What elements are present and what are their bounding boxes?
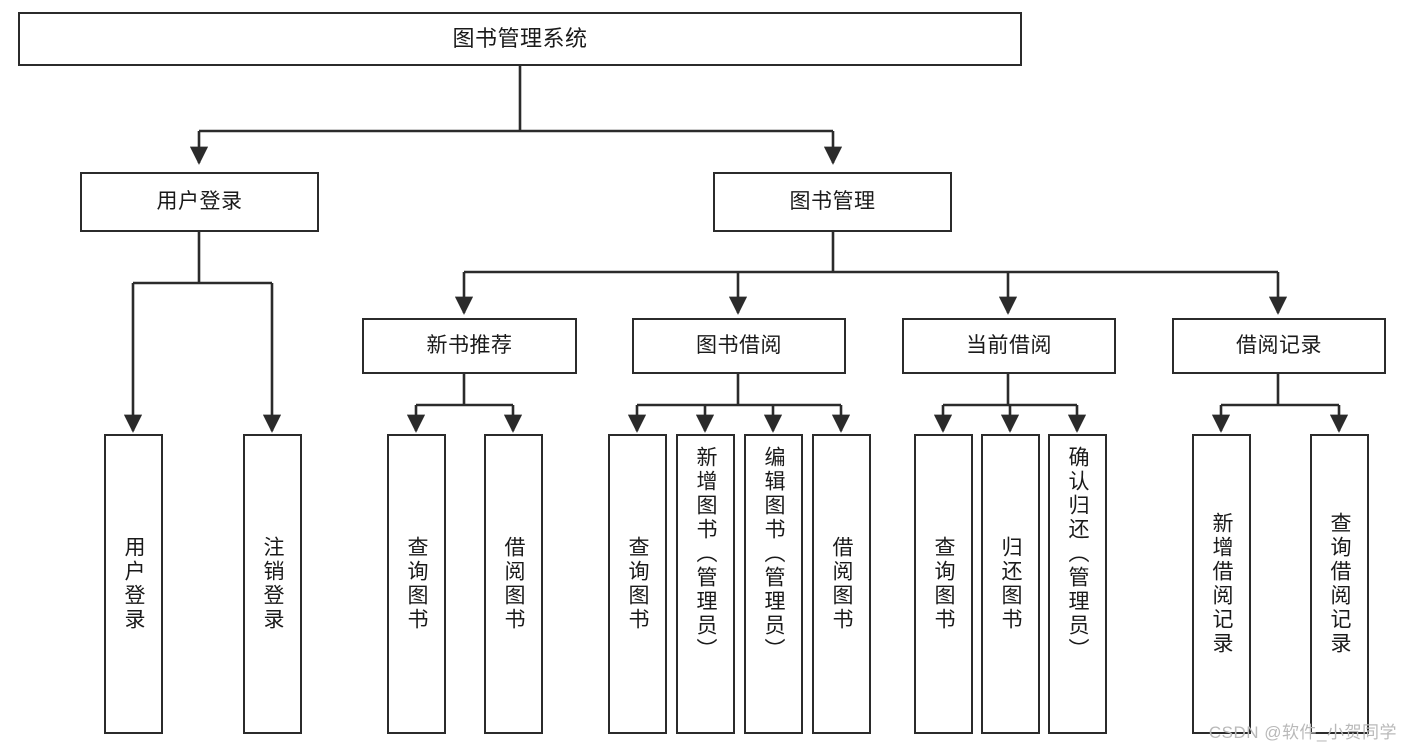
node-user-login[interactable]: 用户登录 [80, 172, 319, 232]
node-leaf-borrow-book-2-label: 借阅图书 [830, 536, 853, 632]
node-leaf-confirm-return-label: 确认归还（管理员） [1066, 446, 1089, 662]
node-borrow-record[interactable]: 借阅记录 [1172, 318, 1386, 374]
watermark: CSDN @软件_小贺同学 [1208, 723, 1397, 742]
node-leaf-user-login-label: 用户登录 [122, 536, 145, 632]
node-current-borrow[interactable]: 当前借阅 [902, 318, 1116, 374]
node-leaf-query-record[interactable]: 查询借阅记录 [1310, 434, 1369, 734]
node-leaf-return-book[interactable]: 归还图书 [981, 434, 1040, 734]
node-book-borrow-label: 图书借阅 [696, 333, 782, 357]
node-leaf-user-login[interactable]: 用户登录 [104, 434, 163, 734]
node-leaf-query-book-1[interactable]: 查询图书 [387, 434, 446, 734]
node-leaf-query-book-3-label: 查询图书 [932, 536, 955, 632]
node-new-book-recommend-label: 新书推荐 [426, 333, 513, 357]
node-leaf-query-book-2-label: 查询图书 [626, 536, 649, 632]
node-leaf-borrow-book-1-label: 借阅图书 [502, 536, 525, 632]
node-leaf-add-record-label: 新增借阅记录 [1210, 512, 1233, 656]
node-leaf-edit-book-label: 编辑图书（管理员） [762, 446, 785, 662]
node-root-label: 图书管理系统 [452, 26, 588, 52]
node-leaf-borrow-book-2[interactable]: 借阅图书 [812, 434, 871, 734]
node-leaf-query-record-label: 查询借阅记录 [1328, 512, 1351, 656]
node-leaf-add-book-label: 新增图书（管理员） [694, 446, 717, 662]
node-leaf-logout-label: 注销登录 [261, 536, 284, 632]
node-leaf-query-book-2[interactable]: 查询图书 [608, 434, 667, 734]
node-borrow-record-label: 借阅记录 [1236, 333, 1322, 357]
node-leaf-edit-book[interactable]: 编辑图书（管理员） [744, 434, 803, 734]
node-leaf-add-book[interactable]: 新增图书（管理员） [676, 434, 735, 734]
node-book-borrow[interactable]: 图书借阅 [632, 318, 846, 374]
node-leaf-query-book-3[interactable]: 查询图书 [914, 434, 973, 734]
node-leaf-query-book-1-label: 查询图书 [405, 536, 428, 632]
node-leaf-add-record[interactable]: 新增借阅记录 [1192, 434, 1251, 734]
node-book-management-label: 图书管理 [789, 189, 876, 213]
node-leaf-return-book-label: 归还图书 [999, 536, 1022, 632]
node-current-borrow-label: 当前借阅 [966, 333, 1052, 357]
node-leaf-borrow-book-1[interactable]: 借阅图书 [484, 434, 543, 734]
node-leaf-logout[interactable]: 注销登录 [243, 434, 302, 734]
node-book-management[interactable]: 图书管理 [713, 172, 952, 232]
node-new-book-recommend[interactable]: 新书推荐 [362, 318, 577, 374]
node-leaf-confirm-return[interactable]: 确认归还（管理员） [1048, 434, 1107, 734]
node-root[interactable]: 图书管理系统 [18, 12, 1022, 66]
node-user-login-label: 用户登录 [156, 189, 243, 213]
